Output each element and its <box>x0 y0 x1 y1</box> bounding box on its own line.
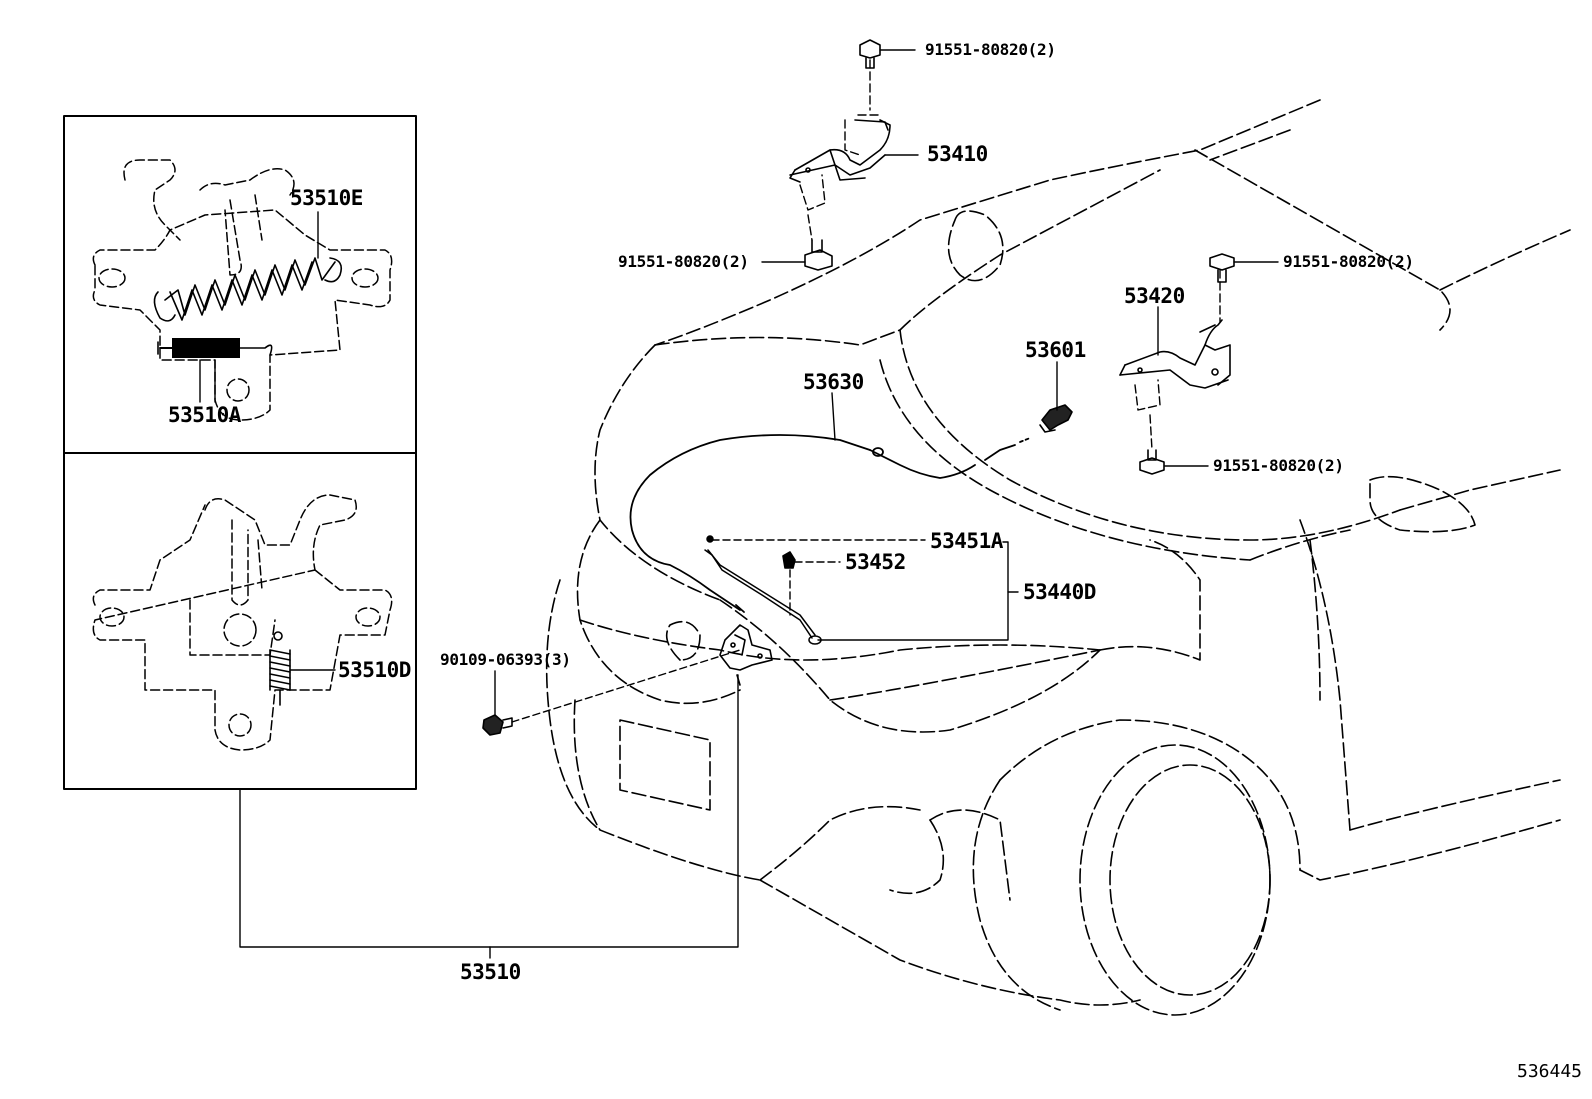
label-hinge-53420: 53420 <box>1124 284 1185 308</box>
hood-lock-detail-upper <box>92 159 393 421</box>
label-cable-53630: 53630 <box>803 370 864 394</box>
clip-53452 <box>782 551 796 569</box>
leader-lines-dashed <box>511 539 926 723</box>
hinge-53410 <box>789 119 891 183</box>
screw-90109 <box>482 714 513 736</box>
leader-lines <box>239 49 1279 959</box>
bolt-right-bottom <box>1139 449 1165 475</box>
label-bolt-right-bottom: 91551-80820(2) <box>1213 456 1344 475</box>
diagram-id: 536445 <box>1517 1061 1583 1082</box>
hinge-53420 <box>1119 319 1231 389</box>
label-rod-53451A: 53451A <box>930 529 1003 553</box>
hinge-53420-dash <box>1134 269 1221 451</box>
spring-53510E <box>153 257 343 322</box>
hood-lock-detail-lower <box>92 494 393 751</box>
label-spring-53510E: 53510E <box>290 186 363 210</box>
bolt-left <box>804 239 833 271</box>
label-spring-53510D: 53510D <box>338 658 411 682</box>
label-clip-53452: 53452 <box>845 550 906 574</box>
label-hinge-53410: 53410 <box>927 142 988 166</box>
label-bolt-top: 91551-80820(2) <box>925 40 1056 59</box>
car-body-outline <box>545 99 1571 1016</box>
label-bolt-right-top: 91551-80820(2) <box>1283 252 1414 271</box>
rod-53451A <box>704 535 822 645</box>
spring-53510D <box>269 631 291 706</box>
hood-lock-assembly <box>719 624 773 686</box>
label-rod-assy-53440D: 53440D <box>1023 580 1096 604</box>
release-cable-53630 <box>629 434 1031 613</box>
hood-support-53601 <box>1039 404 1073 433</box>
leader-lines-top-box <box>199 211 319 403</box>
label-support-53601: 53601 <box>1025 338 1086 362</box>
bolt-right-top <box>1209 253 1235 283</box>
label-screw-90109: 90109-06393(3) <box>440 650 571 669</box>
bolt-top <box>859 39 881 69</box>
label-bolt-left: 91551-80820(2) <box>618 252 749 271</box>
spring-53510A <box>157 338 273 358</box>
label-lock-assy-53510: 53510 <box>460 960 521 984</box>
label-spring-53510A: 53510A <box>168 403 241 427</box>
detail-box-bottom <box>63 452 417 790</box>
